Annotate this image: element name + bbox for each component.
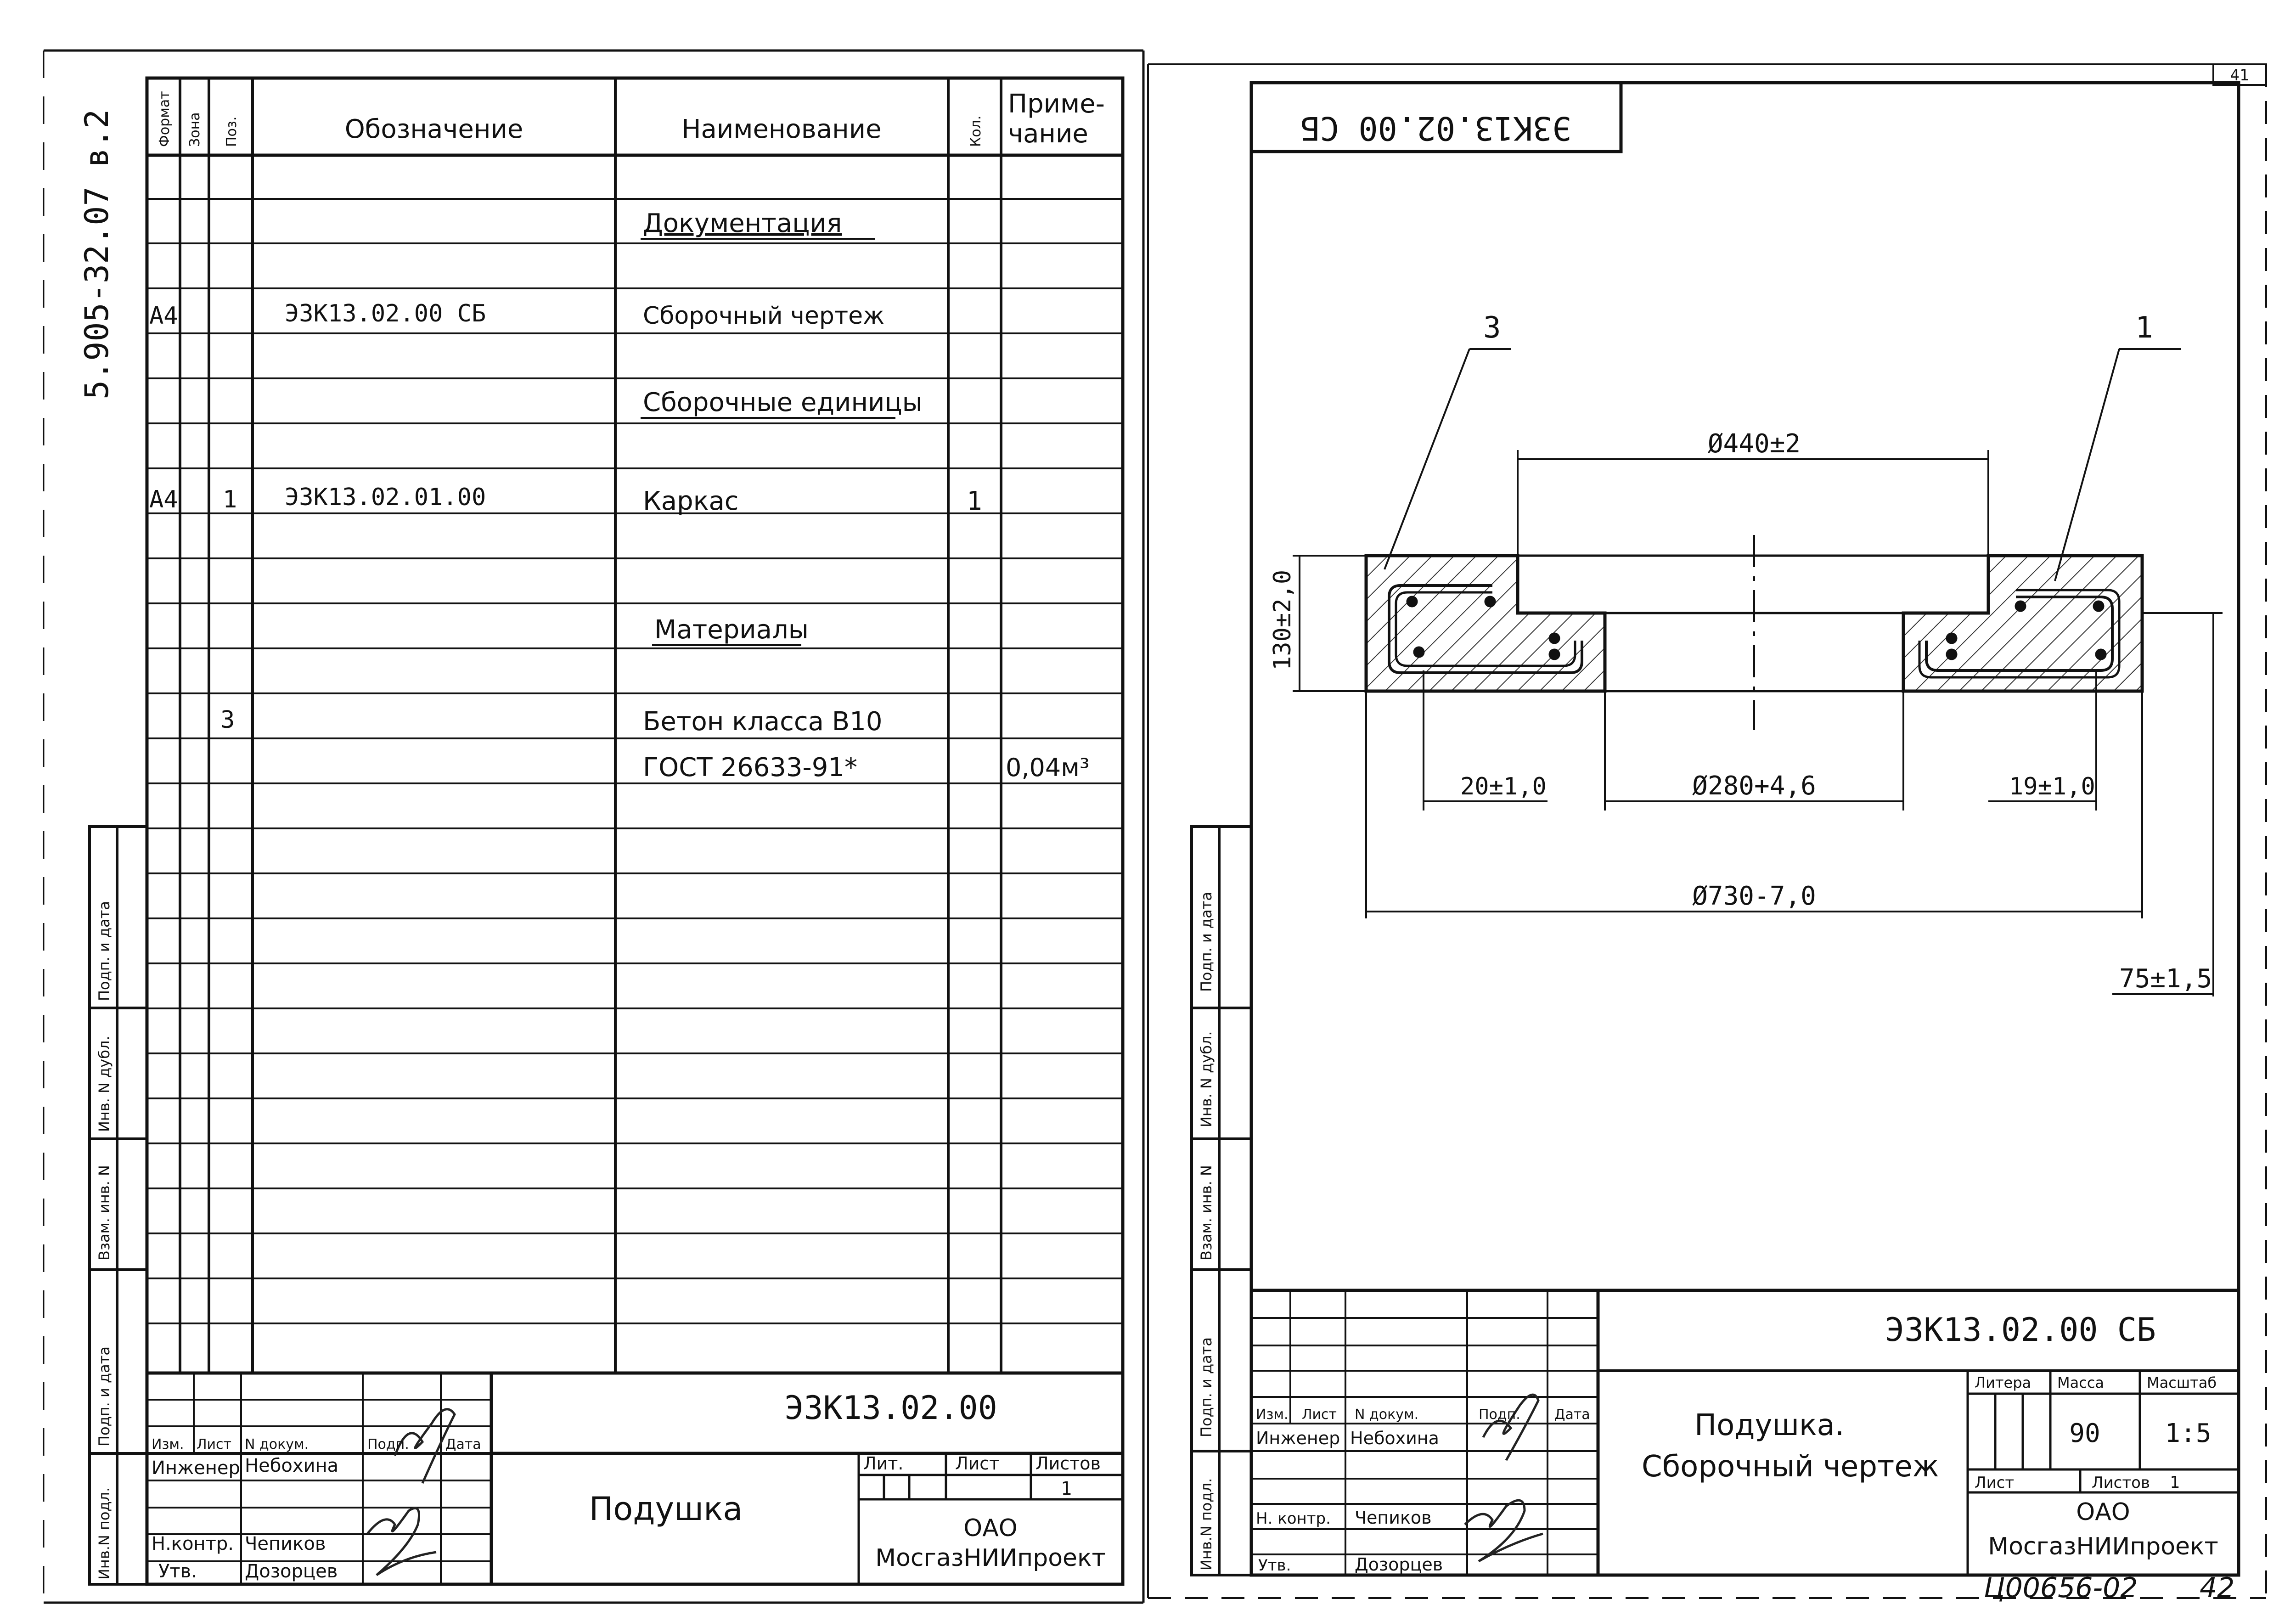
spec-designation-frame: ЭЗК13.02.01.00 xyxy=(285,484,486,511)
spec-designation-sb: ЭЗК13.02.00 СБ xyxy=(285,300,486,327)
right-doc-code: ЭЗК13.02.00 СБ xyxy=(1885,1311,2156,1349)
left-title-name: Подушка xyxy=(589,1490,743,1528)
left-sheet xyxy=(43,49,1145,1604)
left-role-approved: Утв. xyxy=(158,1561,197,1582)
right-title-name-2: Сборочный чертеж xyxy=(1642,1450,1939,1484)
right-litera: Литера xyxy=(1975,1374,2031,1391)
hdr-note-2: чание xyxy=(1008,119,1088,149)
left-hdr-podp: Подп. xyxy=(367,1436,409,1452)
dim-440: Ø440±2 xyxy=(1708,429,1801,459)
right-sheet xyxy=(1147,63,2267,1599)
dim-280: Ø280+4,6 xyxy=(1692,771,1816,801)
right-masshtab: Масштаб xyxy=(2147,1374,2217,1391)
left-role-control: Н.контр. xyxy=(152,1533,234,1554)
right-org-2: МосгазНИИпроект xyxy=(1988,1533,2218,1560)
left-lit: Лит. xyxy=(863,1453,904,1474)
side-cell-sign-date-2: Подп. и дата xyxy=(96,1346,113,1447)
dim-130: 130±2,0 xyxy=(1269,570,1296,670)
side-cell-inv-orig: Инв.N подл. xyxy=(96,1487,113,1580)
left-hdr-ndoc: N докум. xyxy=(245,1436,309,1452)
right-hdr-list: Лист xyxy=(1302,1407,1337,1423)
leader-label-3: 3 xyxy=(1483,311,1501,345)
spec-name-assembly: Сборочный чертеж xyxy=(643,302,884,330)
left-doc-code: ЭЗК13.02.00 xyxy=(784,1389,997,1427)
right-role-engineer: Инженер xyxy=(1256,1428,1340,1448)
left-person-approved: Дозорцев xyxy=(245,1561,338,1582)
archive-code: Ц00656-02 xyxy=(1984,1572,2138,1604)
side-code: 5.905-32.07 в.2 xyxy=(78,109,116,400)
dim-20: 20±1,0 xyxy=(1460,773,1547,800)
hdr-designation: Обозначение xyxy=(345,114,523,144)
spec-name-concrete: Бетон класса В10 xyxy=(643,707,882,737)
leader-label-1: 1 xyxy=(2135,311,2153,345)
left-person-control: Чепиков xyxy=(245,1533,326,1554)
right-person-control: Чепиков xyxy=(1355,1508,1432,1528)
page-number-top: 41 xyxy=(2230,66,2249,84)
r-side-cell-sign-date-1: Подп. и дата xyxy=(1198,892,1215,992)
right-hdr-izm: Изм. xyxy=(1256,1407,1289,1423)
spec-note-volume: 0,04м³ xyxy=(1006,753,1090,782)
left-org-2: МосгазНИИпроект xyxy=(875,1544,1106,1572)
signatures xyxy=(366,1393,1543,1576)
r-side-cell-inv-dup: Инв. N дубл. xyxy=(1198,1031,1215,1127)
spec-format-a4-2: А4 xyxy=(149,486,178,513)
left-sheet-label: Лист xyxy=(955,1453,999,1474)
right-role-approved: Утв. xyxy=(1258,1556,1291,1575)
spec-pos-3: 3 xyxy=(220,706,235,734)
dim-19: 19±1,0 xyxy=(2009,773,2095,800)
rotated-stamp-code: ЭЗК13.02.00 СБ xyxy=(1300,109,1571,147)
right-masshtab-value: 1:5 xyxy=(2165,1418,2211,1448)
right-hdr-data: Дата xyxy=(1554,1407,1590,1423)
left-org-1: ОАО xyxy=(963,1514,1017,1542)
right-massa: Масса xyxy=(2057,1374,2104,1391)
right-title-name-1: Подушка. xyxy=(1694,1408,1844,1442)
right-massa-value: 90 xyxy=(2069,1418,2100,1448)
left-hdr-data: Дата xyxy=(445,1436,481,1452)
cushion-section xyxy=(1293,348,2223,996)
spec-name-frame: Каркас xyxy=(643,486,739,516)
left-sheets-value: 1 xyxy=(1061,1478,1072,1499)
side-cell-inv-dup: Инв. N дубл. xyxy=(96,1036,113,1132)
side-cell-repl-inv: Взам. инв. N xyxy=(96,1165,113,1261)
right-person-engineer: Небохина xyxy=(1350,1428,1439,1448)
r-side-cell-inv-orig: Инв.N подл. xyxy=(1198,1478,1215,1570)
spec-name-materials: Материалы xyxy=(654,615,809,645)
right-org-1: ОАО xyxy=(2076,1498,2130,1526)
right-person-approved: Дозорцев xyxy=(1355,1554,1443,1575)
dim-730: Ø730-7,0 xyxy=(1692,881,1816,911)
right-hdr-podp: Подп. xyxy=(1479,1407,1520,1423)
left-role-engineer: Инженер xyxy=(152,1458,240,1479)
right-hdr-ndoc: N докум. xyxy=(1355,1407,1418,1423)
left-sheets-label: Листов xyxy=(1035,1453,1101,1474)
left-hdr-list: Лист xyxy=(197,1436,231,1452)
hdr-zone: Зона xyxy=(187,112,203,147)
r-side-cell-sign-date-2: Подп. и дата xyxy=(1198,1337,1215,1437)
left-hdr-izm: Изм. xyxy=(152,1436,184,1452)
hdr-qty: Кол. xyxy=(968,116,984,147)
spec-pos-1: 1 xyxy=(223,486,237,513)
hdr-name: Наименование xyxy=(681,114,881,144)
hdr-format: Формат xyxy=(157,91,173,147)
side-cell-sign-date-1: Подп. и дата xyxy=(96,901,113,1001)
right-role-control: Н. контр. xyxy=(1256,1509,1331,1528)
hdr-note-1: Приме- xyxy=(1008,89,1105,119)
right-list-label: Лист xyxy=(1975,1474,2014,1492)
spec-name-gost: ГОСТ 26633-91* xyxy=(643,753,857,782)
spec-format-a4-1: А4 xyxy=(149,302,178,330)
spec-qty-1: 1 xyxy=(967,486,982,516)
hdr-pos: Поз. xyxy=(224,117,240,147)
dim-75: 75±1,5 xyxy=(2119,964,2212,994)
right-listov-value: 1 xyxy=(2170,1473,2180,1492)
spec-name-documentation: Документация xyxy=(643,208,842,238)
left-person-engineer: Небохина xyxy=(245,1455,338,1476)
right-listov-label: Листов xyxy=(2092,1474,2150,1492)
page-number-bottom: 42 xyxy=(2200,1572,2234,1604)
spec-name-units: Сборочные единицы xyxy=(643,388,923,417)
r-side-cell-repl-inv: Взам. инв. N xyxy=(1198,1165,1215,1261)
